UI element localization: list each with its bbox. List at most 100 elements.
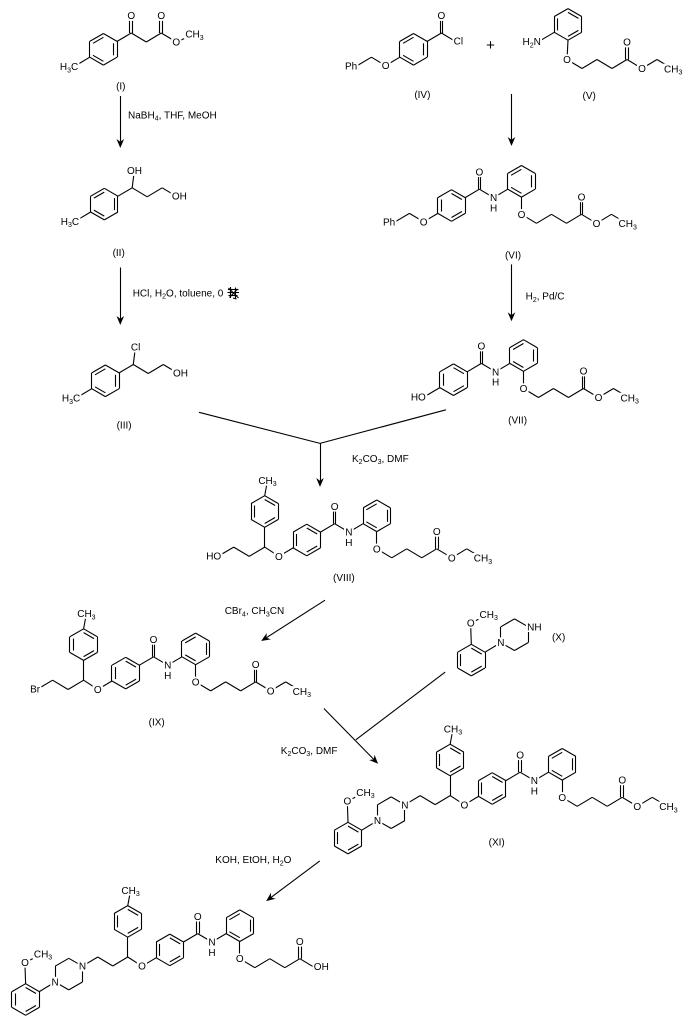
- svg-text:OH: OH: [314, 962, 329, 973]
- svg-text:CH3​: CH3​: [77, 609, 95, 621]
- svg-text:O: O: [420, 217, 428, 228]
- svg-text:CH3​: CH3​: [34, 949, 52, 961]
- svg-text:O: O: [638, 64, 646, 75]
- svg-text:O: O: [633, 802, 641, 813]
- svg-text:O: O: [236, 954, 244, 965]
- svg-text:K2​CO3​, DMF: K2​CO3​, DMF: [281, 746, 338, 758]
- svg-text:O: O: [296, 937, 304, 948]
- svg-text:O: O: [578, 193, 586, 204]
- svg-text:(III): (III): [117, 421, 132, 432]
- svg-text:Cl: Cl: [131, 343, 140, 354]
- svg-text:O: O: [172, 38, 180, 49]
- svg-text:O: O: [448, 553, 456, 564]
- svg-text:O: O: [192, 677, 200, 688]
- svg-text:O: O: [275, 552, 283, 563]
- svg-text:NaBH4​, THF, MeOH: NaBH4​, THF, MeOH: [128, 111, 217, 123]
- svg-text:H3​C: H3​C: [60, 62, 78, 74]
- svg-text:O: O: [460, 800, 468, 811]
- svg-text:H: H: [531, 786, 538, 797]
- svg-text:O: O: [563, 55, 571, 66]
- svg-text:Ph: Ph: [383, 218, 395, 229]
- svg-text:O: O: [433, 527, 441, 538]
- svg-text:N: N: [490, 193, 497, 204]
- svg-text:O: O: [520, 384, 528, 395]
- svg-text:H2​N: H2​N: [522, 37, 540, 49]
- svg-text:O: O: [194, 912, 202, 923]
- svg-text:(II): (II): [113, 248, 125, 259]
- svg-text:CH3​: CH3​: [659, 802, 677, 814]
- svg-text:O: O: [331, 502, 339, 513]
- svg-text:O: O: [467, 619, 475, 630]
- svg-text:Ph: Ph: [345, 61, 357, 72]
- svg-text:(VII): (VII): [508, 416, 527, 427]
- svg-text:O: O: [437, 11, 445, 22]
- svg-text:Cl: Cl: [454, 37, 463, 48]
- svg-text:CH3​: CH3​: [293, 687, 311, 699]
- svg-text:N: N: [345, 528, 352, 539]
- svg-text:HCl, H2​O, toluene, 0: HCl, H2​O, toluene, 0: [133, 289, 224, 301]
- svg-text:H: H: [164, 671, 171, 682]
- svg-text:N: N: [51, 978, 58, 989]
- svg-text:(X): (X): [552, 633, 565, 644]
- svg-text:CH3​: CH3​: [480, 610, 498, 622]
- svg-text:CH3​: CH3​: [444, 725, 462, 737]
- svg-text:O: O: [477, 342, 485, 353]
- svg-text:O: O: [580, 367, 588, 378]
- svg-text:K2​CO3​, DMF: K2​CO3​, DMF: [352, 454, 409, 466]
- svg-text:+: +: [486, 37, 495, 54]
- svg-text:O: O: [157, 11, 165, 22]
- svg-text:CH3​: CH3​: [474, 554, 492, 566]
- svg-text:O: O: [593, 219, 601, 230]
- svg-text:H: H: [492, 378, 499, 389]
- svg-text:O: O: [252, 660, 260, 671]
- svg-text:H: H: [490, 203, 497, 214]
- svg-text:CBr4​, CH3​CN: CBr4​, CH3​CN: [225, 606, 285, 618]
- svg-text:HO: HO: [206, 552, 221, 563]
- svg-text:O: O: [127, 11, 135, 22]
- svg-text:N: N: [208, 938, 215, 949]
- svg-text:CH3​: CH3​: [185, 30, 203, 42]
- svg-text:N: N: [492, 367, 499, 378]
- svg-text:(IV): (IV): [414, 90, 430, 101]
- svg-text:Br: Br: [30, 685, 41, 696]
- svg-text:(VI): (VI): [505, 250, 521, 261]
- svg-text:OH: OH: [172, 192, 187, 203]
- svg-text:CH3​: CH3​: [619, 219, 637, 231]
- svg-text:O: O: [595, 393, 603, 404]
- svg-text:H3​C: H3​C: [62, 394, 80, 406]
- svg-text:CH3​: CH3​: [664, 64, 682, 76]
- svg-text:HO: HO: [411, 393, 426, 404]
- svg-text:CH3​: CH3​: [258, 476, 276, 488]
- svg-text:O: O: [518, 210, 526, 221]
- svg-text:N: N: [401, 800, 408, 811]
- svg-text:KOH, EtOH, H2​O: KOH, EtOH, H2​O: [215, 855, 291, 867]
- svg-text:O: O: [558, 793, 566, 804]
- svg-text:O: O: [150, 635, 158, 646]
- svg-text:OH: OH: [173, 368, 188, 379]
- svg-text:N: N: [531, 776, 538, 787]
- svg-text:NH: NH: [527, 622, 541, 633]
- svg-text:(VIII): (VIII): [333, 573, 355, 584]
- svg-text:H: H: [208, 948, 215, 959]
- svg-text:N: N: [79, 962, 86, 973]
- svg-text:N: N: [164, 661, 171, 672]
- svg-text:(I): (I): [116, 81, 125, 92]
- svg-text:O: O: [475, 167, 483, 178]
- svg-text:CH3​: CH3​: [621, 393, 639, 405]
- svg-text:O: O: [344, 797, 352, 808]
- svg-text:OH: OH: [127, 166, 142, 177]
- svg-text:O: O: [94, 685, 102, 696]
- svg-text:H3​C: H3​C: [61, 217, 79, 229]
- svg-text:H2​, Pd/C: H2​, Pd/C: [526, 292, 565, 304]
- svg-text:O: O: [516, 750, 524, 761]
- svg-text:O: O: [623, 38, 631, 49]
- svg-text:O: O: [373, 544, 381, 555]
- svg-text:N: N: [497, 638, 504, 649]
- svg-text:CH3​: CH3​: [356, 788, 374, 800]
- svg-text:O: O: [382, 61, 390, 72]
- svg-text:(V): (V): [583, 91, 596, 102]
- svg-text:O: O: [618, 776, 626, 787]
- svg-text:O: O: [21, 958, 29, 969]
- svg-text:H: H: [345, 538, 352, 549]
- svg-text:(IX): (IX): [149, 718, 165, 729]
